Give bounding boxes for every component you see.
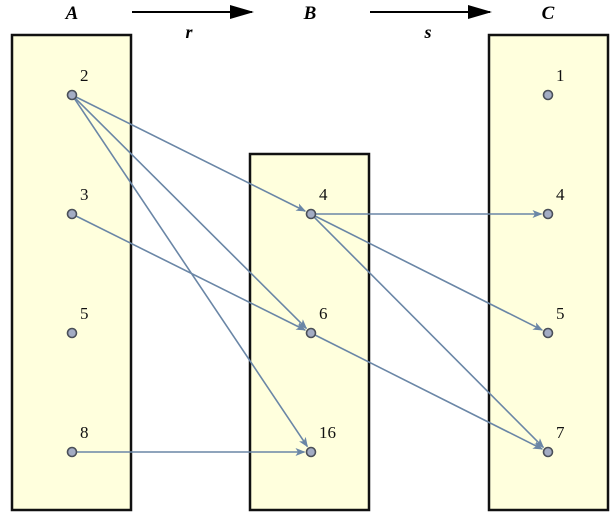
node-b-6: 6	[305, 304, 328, 339]
set-label-c: C	[542, 3, 555, 24]
node-c-5: 5	[542, 304, 565, 339]
node-label: 4	[319, 185, 328, 204]
edge-s-6-to-7	[314, 334, 544, 450]
set-label-a: A	[65, 3, 79, 24]
node-dot	[542, 327, 554, 339]
node-a-8: 8	[66, 423, 89, 458]
node-label: 5	[556, 304, 565, 323]
node-label: 16	[319, 423, 336, 442]
node-a-5: 5	[66, 304, 89, 339]
node-c-7: 7	[542, 423, 565, 458]
node-dot	[66, 89, 78, 101]
relation-label-r: r	[185, 22, 193, 42]
node-dot	[542, 208, 554, 220]
node-dot	[305, 446, 317, 458]
node-dot	[305, 327, 317, 339]
node-a-2: 2	[66, 66, 89, 101]
node-b-4: 4	[305, 185, 328, 220]
node-c-4: 4	[542, 185, 565, 220]
node-dot	[66, 446, 78, 458]
node-label: 3	[80, 185, 89, 204]
set-box-a	[10, 33, 133, 512]
relation-label-s: s	[423, 22, 431, 42]
edge-r-2-to-6	[74, 97, 308, 330]
node-dot	[542, 89, 554, 101]
node-dot	[66, 208, 78, 220]
edge-r-3-to-6	[75, 215, 307, 331]
node-dot	[66, 327, 78, 339]
edge-s-4-to-5	[314, 215, 544, 331]
node-label: 4	[556, 185, 565, 204]
node-label: 6	[319, 304, 328, 323]
set-box-c	[487, 33, 610, 512]
node-dot	[305, 208, 317, 220]
edge-s-4-to-7	[313, 216, 545, 449]
node-a-3: 3	[66, 185, 89, 220]
edges	[73, 96, 545, 456]
nodes: 2 3 5 8 4 6 16 1 4 5 7	[66, 66, 565, 458]
set-boxes	[10, 33, 610, 512]
node-dot	[542, 446, 554, 458]
node-c-1: 1	[542, 66, 565, 101]
node-label: 8	[80, 423, 89, 442]
node-label: 7	[556, 423, 565, 442]
node-label: 5	[80, 304, 89, 323]
edge-r-2-to-4	[75, 96, 307, 212]
set-label-b: B	[303, 3, 317, 24]
node-label: 2	[80, 66, 89, 85]
node-b-16: 16	[305, 423, 336, 458]
header: A B C r s	[65, 3, 555, 42]
node-label: 1	[556, 66, 565, 85]
